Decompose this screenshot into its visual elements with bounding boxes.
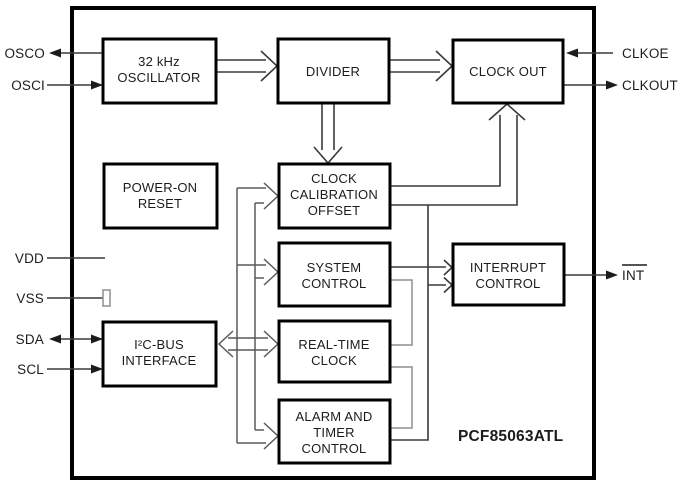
pin-label-scl: SCL <box>17 362 44 377</box>
internal-bus <box>236 182 280 450</box>
block-label: CLOCK <box>311 353 357 368</box>
block-real-time-clock: REAL-TIME CLOCK <box>277 319 392 384</box>
block-label: CALIBRATION <box>290 187 378 202</box>
open-arrow-up-icon <box>488 102 526 121</box>
block-label: INTERRUPT <box>470 260 546 275</box>
block-interrupt-control: INTERRUPT CONTROL <box>451 242 566 307</box>
pin-osci <box>47 80 103 90</box>
block-label: I²C-BUS <box>134 337 184 352</box>
block-label: INTERFACE <box>122 353 197 368</box>
block-divider: DIVIDER <box>276 37 391 105</box>
chip-boundary <box>70 6 596 480</box>
block-alarm-timer-control: ALARM AND TIMER CONTROL <box>277 398 392 465</box>
pin-clkoe <box>566 48 613 58</box>
block-label: CONTROL <box>476 276 541 291</box>
open-arrow-right-icon <box>263 182 280 210</box>
block-label: DIVIDER <box>306 64 360 79</box>
block-label: CLOCK OUT <box>469 64 547 79</box>
pin-label-int: INT <box>622 268 644 283</box>
arrow-right-icon <box>91 80 103 90</box>
block-label: TIMER <box>313 425 354 440</box>
arrow-left-icon <box>49 48 61 58</box>
pin-label-vdd: VDD <box>15 251 44 266</box>
block-clock-calibration-offset: CLOCK CALIBRATION OFFSET <box>277 162 392 230</box>
block-system-control: SYSTEM CONTROL <box>277 241 392 308</box>
vss-terminal-icon <box>102 289 111 307</box>
pin-label-int-active-low: INT <box>622 264 647 283</box>
block-label: REAL-TIME <box>298 337 369 352</box>
block-label: CONTROL <box>302 441 367 456</box>
block-label: CLOCK <box>311 171 357 186</box>
open-arrow-right-icon <box>263 330 280 358</box>
pin-clkout <box>563 80 618 90</box>
block-label: 32 kHz <box>138 54 180 69</box>
pin-label-vss: VSS <box>16 291 44 306</box>
block-i2c-bus-interface: I²C-BUS INTERFACE <box>101 320 218 388</box>
chip-name-label: PCF85063ATL <box>458 428 563 445</box>
wire-system-to-interrupt <box>390 259 454 276</box>
arrow-right-icon <box>91 334 103 344</box>
open-arrow-right-icon <box>263 422 280 450</box>
arrow-right-icon <box>91 364 103 374</box>
bus-divider-to-calibration <box>313 103 343 165</box>
block-label: POWER-ON <box>123 180 198 195</box>
pin-label-clkoe: CLKOE <box>622 46 669 61</box>
block-clock-out: CLOCK OUT <box>451 38 565 105</box>
block-label: CONTROL <box>302 276 367 291</box>
pin-scl <box>47 364 103 374</box>
pin-int <box>564 270 618 280</box>
wire-system-rtc-alarm-chain <box>390 279 413 429</box>
wire-calibration-to-clockout <box>390 102 526 206</box>
pin-osco <box>49 48 103 58</box>
block-label: OFFSET <box>308 203 360 218</box>
arrow-right-icon <box>606 270 618 280</box>
block-power-on-reset: POWER-ON RESET <box>102 162 219 230</box>
open-arrow-right-icon <box>435 50 454 82</box>
block-oscillator: 32 kHz OSCILLATOR <box>101 37 218 105</box>
open-arrow-down-icon <box>313 146 343 165</box>
block-label: SYSTEM <box>307 260 362 275</box>
open-arrow-right-icon <box>260 50 279 82</box>
pin-label-osci: OSCI <box>11 78 45 93</box>
pin-label-osco: OSCO <box>4 46 45 61</box>
pin-sda <box>49 334 103 344</box>
arrow-left-icon <box>49 334 61 344</box>
bus-i2c-internal <box>217 330 280 358</box>
open-arrow-right-icon <box>263 258 280 286</box>
bus-divider-to-clockout <box>389 50 454 82</box>
wire-alarm-to-interrupt <box>390 205 454 441</box>
pin-label-sda: SDA <box>16 332 44 347</box>
arrow-left-icon <box>566 48 578 58</box>
arrow-right-icon <box>606 80 618 90</box>
pin-label-clkout: CLKOUT <box>622 78 678 93</box>
block-label: RESET <box>138 196 182 211</box>
pin-vss <box>47 289 111 307</box>
block-label: OSCILLATOR <box>117 70 200 85</box>
bus-osc-to-divider <box>216 50 279 82</box>
open-arrow-left-icon <box>217 330 234 358</box>
block-label: ALARM AND <box>296 409 373 424</box>
